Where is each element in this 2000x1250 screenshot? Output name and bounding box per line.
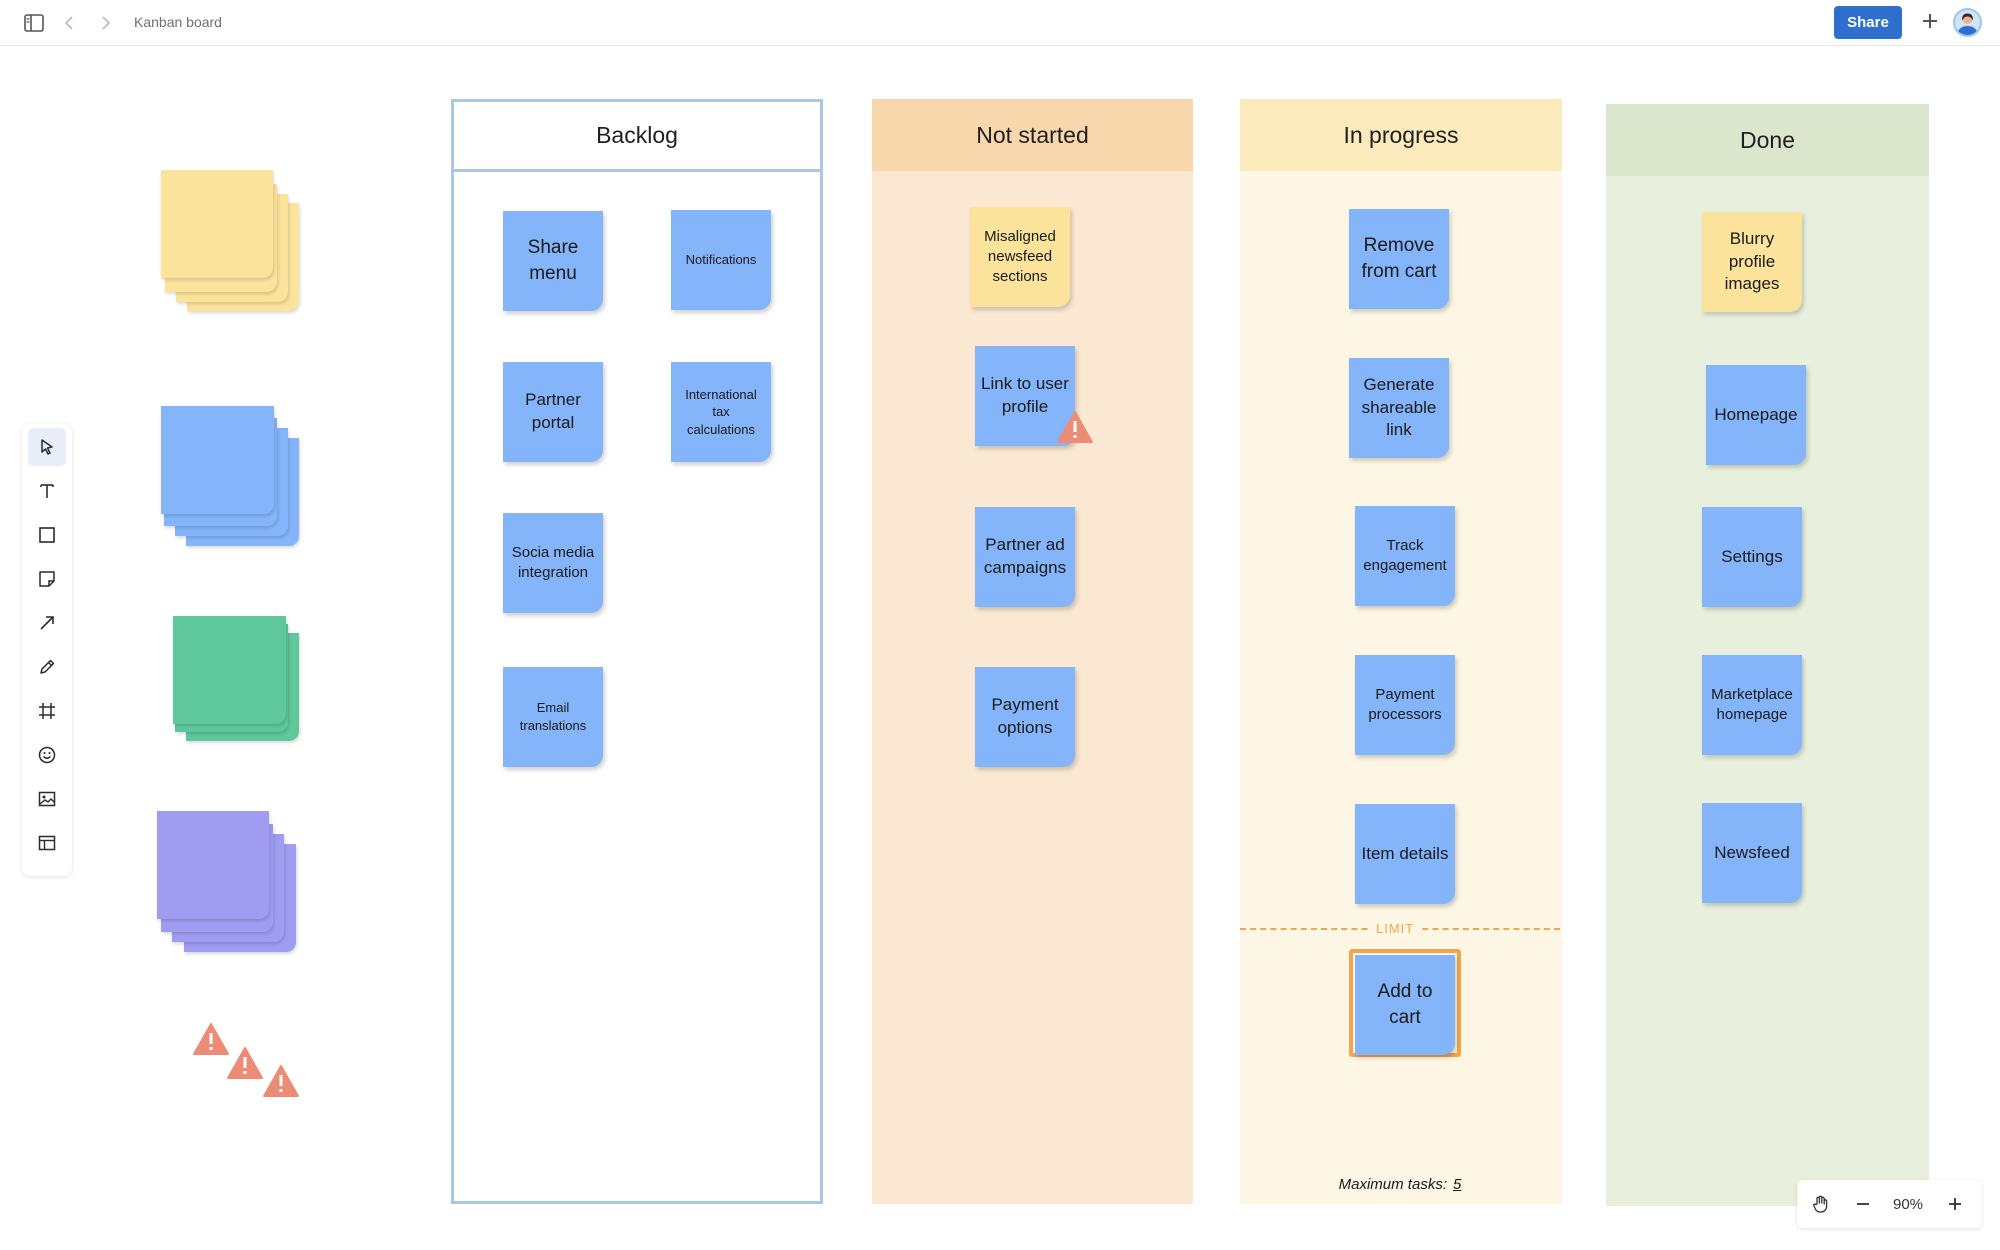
card-payment-options[interactable]: Payment options bbox=[975, 667, 1075, 767]
card-generate-shareable-link[interactable]: Generate shareable link bbox=[1349, 358, 1449, 458]
card-partner-ad-campaigns[interactable]: Partner ad campaigns bbox=[975, 507, 1075, 607]
column-header: Done bbox=[1606, 104, 1929, 176]
top-bar: Kanban board Share bbox=[0, 0, 2000, 46]
warning-triangle-icon[interactable] bbox=[1056, 410, 1094, 444]
avatar[interactable] bbox=[1953, 8, 1982, 37]
over-limit-highlight bbox=[1349, 949, 1461, 1057]
column-title: Not started bbox=[976, 121, 1089, 148]
card-email-translations[interactable]: Email translations bbox=[503, 667, 603, 767]
card-homepage[interactable]: Homepage bbox=[1706, 365, 1806, 465]
image-tool-icon[interactable] bbox=[28, 780, 66, 818]
zoom-control: 90% bbox=[1797, 1180, 1982, 1228]
card-social-media[interactable]: Socia media integration bbox=[503, 513, 603, 613]
card-international-tax[interactable]: International tax calculations bbox=[671, 362, 771, 462]
max-tasks-label: Maximum tasks:5 bbox=[1338, 1176, 1462, 1193]
card-share-menu[interactable]: Share menu bbox=[503, 211, 603, 311]
frame-tool-icon[interactable] bbox=[28, 692, 66, 730]
zoom-level[interactable]: 90% bbox=[1892, 1195, 1924, 1213]
chevron-left-icon[interactable] bbox=[56, 10, 82, 36]
card-track-engagement[interactable]: Track engagement bbox=[1355, 506, 1455, 606]
card-partner-portal[interactable]: Partner portal bbox=[503, 362, 603, 462]
card-add-to-cart[interactable]: Add to cart bbox=[1355, 955, 1455, 1055]
column-header: Backlog bbox=[454, 102, 820, 172]
column-title: Backlog bbox=[596, 122, 678, 148]
arrow-tool-icon[interactable] bbox=[28, 604, 66, 642]
max-tasks-value[interactable]: 5 bbox=[1453, 1176, 1462, 1193]
select-tool-icon[interactable] bbox=[28, 428, 66, 466]
warning-triangle-icon[interactable] bbox=[262, 1064, 300, 1098]
warning-triangle-icon[interactable] bbox=[226, 1046, 264, 1080]
card-link-to-user-profile[interactable]: Link to user profile bbox=[975, 346, 1075, 446]
plus-icon[interactable] bbox=[1916, 9, 1944, 37]
zoom-in-icon[interactable] bbox=[1941, 1190, 1969, 1218]
document-title[interactable]: Kanban board bbox=[134, 14, 222, 30]
wip-limit-label: LIMIT bbox=[1370, 921, 1421, 936]
card-remove-from-cart[interactable]: Remove from cart bbox=[1349, 209, 1449, 309]
card-marketplace-homepage[interactable]: Marketplace homepage bbox=[1702, 655, 1802, 755]
card-newsfeed[interactable]: Newsfeed bbox=[1702, 803, 1802, 903]
card-misaligned-newsfeed[interactable]: Misaligned newsfeed sections bbox=[970, 207, 1070, 307]
hand-icon[interactable] bbox=[1807, 1190, 1835, 1218]
text-tool-icon[interactable] bbox=[28, 472, 66, 510]
column-title: In progress bbox=[1343, 121, 1459, 148]
emoji-tool-icon[interactable] bbox=[28, 736, 66, 774]
sidebar-toggle-icon[interactable] bbox=[21, 10, 47, 36]
sticky-note-tool-icon[interactable] bbox=[28, 560, 66, 598]
card-blurry-profile-images[interactable]: Blurry profile images bbox=[1702, 212, 1802, 312]
share-button[interactable]: Share bbox=[1834, 6, 1902, 39]
column-header: Not started bbox=[872, 99, 1193, 171]
pen-tool-icon[interactable] bbox=[28, 648, 66, 686]
warning-triangle-icon[interactable] bbox=[192, 1022, 230, 1056]
tool-palette bbox=[22, 424, 72, 876]
card-item-details[interactable]: Item details bbox=[1355, 804, 1455, 904]
zoom-out-icon[interactable] bbox=[1849, 1190, 1877, 1218]
column-header: In progress bbox=[1240, 99, 1562, 171]
card-settings[interactable]: Settings bbox=[1702, 507, 1802, 607]
card-payment-processors[interactable]: Payment processors bbox=[1355, 655, 1455, 755]
chevron-right-icon[interactable] bbox=[93, 10, 119, 36]
column-not-started[interactable]: Not started bbox=[872, 99, 1193, 1204]
card-notifications[interactable]: Notifications bbox=[671, 210, 771, 310]
table-tool-icon[interactable] bbox=[28, 824, 66, 862]
column-title: Done bbox=[1740, 126, 1795, 153]
rectangle-tool-icon[interactable] bbox=[28, 516, 66, 554]
